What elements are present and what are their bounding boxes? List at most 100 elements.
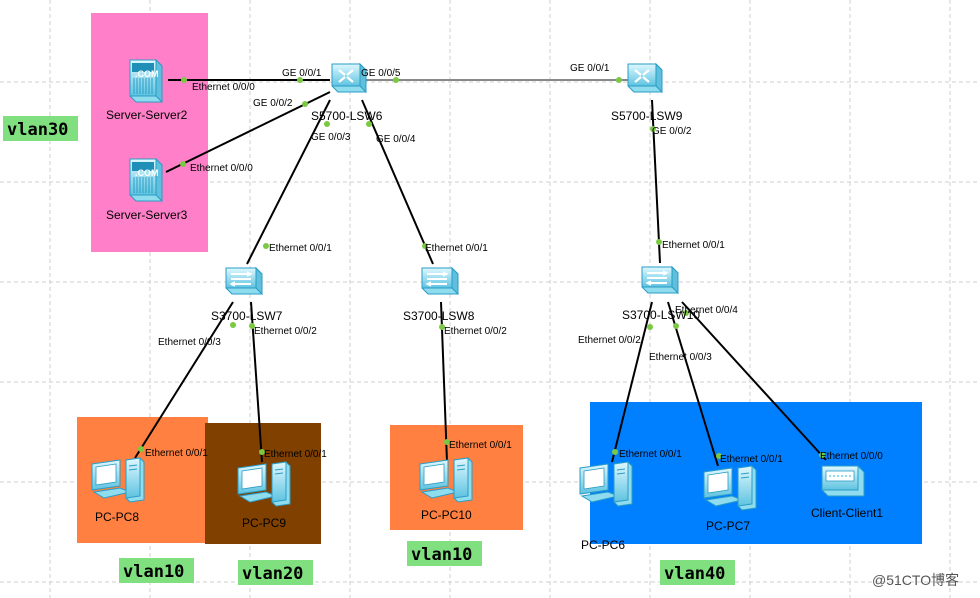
port-dot (444, 439, 450, 445)
port-dot (647, 324, 653, 330)
vlan-tag-label: vlan10 (123, 562, 184, 582)
port-labels: Ethernet 0/0/0 GE 0/0/1 Ethernet 0/0/0 G… (145, 63, 883, 465)
port-label: Ethernet 0/0/1 (269, 243, 332, 254)
vlan-tag-background (407, 541, 482, 566)
port-dot (673, 323, 679, 329)
pc-pc6[interactable]: PC-PC6 (579, 461, 633, 552)
server-icon (129, 158, 163, 202)
port-dot (297, 77, 303, 83)
link-lsw6-lsw8[interactable] (361, 99, 434, 265)
core-switch-lsw9[interactable]: S5700-LSW9 (611, 62, 683, 123)
links (134, 79, 827, 467)
port-label: Ethernet 0/0/3 (649, 352, 712, 363)
port-label: Ethernet 0/0/0 (192, 82, 255, 93)
client-icon (821, 465, 865, 497)
port-label: Ethernet 0/0/1 (425, 243, 488, 254)
port-dot (612, 449, 618, 455)
vlan-tag-pc10: vlan10 (407, 541, 482, 566)
server-icon (129, 59, 163, 103)
server-badge: .COM (135, 69, 159, 79)
port-label: Ethernet 0/0/1 (720, 454, 783, 465)
pc-pc9[interactable]: PC-PC9 (237, 461, 291, 530)
vlan-tag-pc9: vlan20 (238, 560, 313, 585)
device-label-server3: Server-Server3 (106, 208, 188, 222)
port-dot (263, 243, 269, 249)
vlan-tag-pc8: vlan10 (119, 558, 194, 583)
link-lsw10-client1[interactable] (681, 301, 827, 461)
port-dot (650, 126, 656, 132)
port-dot (656, 239, 662, 245)
port-dot (716, 453, 722, 459)
core-switch-lsw6[interactable]: S5700-LSW6 (311, 62, 383, 123)
pc-pc10[interactable]: PC-PC10 (419, 457, 473, 522)
client-client1[interactable]: Client-Client1 (811, 465, 883, 520)
port-label: Ethernet 0/0/0 (190, 163, 253, 174)
device-label-lsw10: S3700-LSW10 (622, 308, 700, 322)
vlan-tag-background (238, 560, 313, 585)
port-label: Ethernet 0/0/1 (619, 449, 682, 460)
vlan-tag-label: vlan40 (664, 564, 725, 584)
access-switch-lsw8[interactable]: S3700-LSW8 (403, 267, 475, 323)
vlan-tag-background (3, 116, 78, 141)
port-dot (302, 101, 308, 107)
port-label: Ethernet 0/0/2 (254, 326, 317, 337)
port-dot (324, 121, 330, 127)
device-label-pc10: PC-PC10 (421, 508, 472, 522)
device-label-lsw7: S3700-LSW7 (211, 309, 283, 323)
port-dot (259, 449, 265, 455)
port-label: GE 0/0/5 (361, 68, 401, 79)
port-label: GE 0/0/1 (282, 68, 322, 79)
device-label-client1: Client-Client1 (811, 506, 883, 520)
pc-pc7[interactable]: PC-PC7 (703, 465, 757, 533)
vlan-tag-background (119, 558, 194, 583)
device-label-lsw9: S5700-LSW9 (611, 109, 683, 123)
port-dots (138, 77, 825, 459)
port-label: Ethernet 0/0/3 (158, 337, 221, 348)
port-dot (393, 77, 399, 83)
access-switch-lsw7[interactable]: S3700-LSW7 (211, 267, 283, 323)
vlan-tag-vlan30: vlan30 (3, 116, 78, 141)
server-server3[interactable]: .COM Server-Server3 (106, 158, 188, 222)
port-label: Ethernet 0/0/1 (449, 440, 512, 451)
vlan30-zone (91, 13, 208, 252)
port-dot (366, 121, 372, 127)
port-dot (819, 452, 825, 458)
port-dot (422, 243, 428, 249)
port-label: GE 0/0/3 (311, 132, 351, 143)
port-label: Ethernet 0/0/0 (820, 451, 883, 462)
link-lsw10-pc6[interactable] (611, 301, 653, 463)
vlan-tag-label: vlan20 (242, 564, 303, 584)
port-label: Ethernet 0/0/2 (444, 326, 507, 337)
device-label-lsw8: S3700-LSW8 (403, 309, 475, 323)
port-label: GE 0/0/2 (253, 98, 293, 109)
port-dot (180, 161, 186, 167)
access-switch-lsw10[interactable]: S3700-LSW10 (622, 266, 700, 322)
port-label: Ethernet 0/0/1 (264, 449, 327, 460)
server-server2[interactable]: .COM Server-Server2 (106, 59, 188, 122)
port-label: Ethernet 0/0/1 (662, 240, 725, 251)
device-label-pc6: PC-PC6 (581, 538, 625, 552)
access-switch-icon (421, 267, 459, 295)
port-label: GE 0/0/2 (652, 126, 692, 137)
vlan-tag-background (660, 560, 735, 585)
server-badge: .COM (135, 168, 159, 178)
access-switch-icon (641, 266, 679, 294)
watermark: @51CTO博客 (872, 572, 959, 588)
port-dot (138, 446, 144, 452)
core-switch-icon (626, 62, 664, 94)
vlan-tag-label: vlan30 (7, 120, 68, 140)
link-lsw6-lsw7[interactable] (246, 99, 331, 265)
port-label: GE 0/0/1 (570, 63, 610, 74)
pc-pc8[interactable]: PC-PC8 (91, 457, 145, 524)
link-lsw7-pc8[interactable] (134, 301, 234, 459)
port-label: Ethernet 0/0/2 (578, 335, 641, 346)
device-label-lsw6: S5700-LSW6 (311, 109, 383, 123)
port-dot (249, 323, 255, 329)
port-label: Ethernet 0/0/4 (675, 305, 738, 316)
link-lsw10-pc7[interactable] (667, 301, 719, 467)
port-dot (439, 324, 445, 330)
port-dot (181, 77, 187, 83)
device-label-pc8: PC-PC8 (95, 510, 139, 524)
